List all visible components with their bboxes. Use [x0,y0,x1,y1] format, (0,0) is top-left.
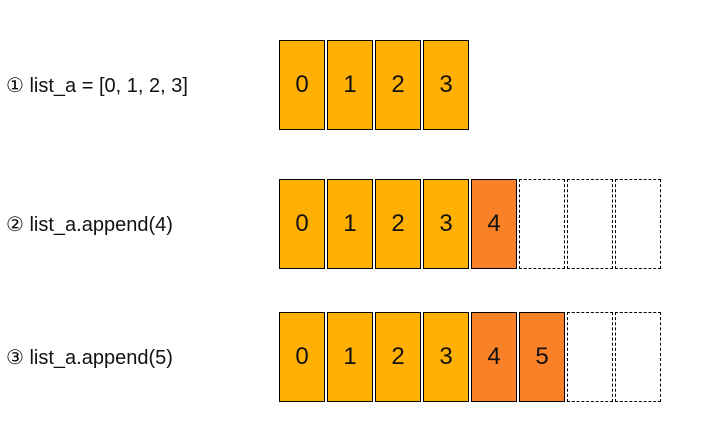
step-label: ③ list_a.append(5) [6,347,173,369]
empty-slot-cell [615,312,661,402]
array-element-cell: 1 [327,312,373,402]
step-label: ② list_a.append(4) [6,214,173,236]
empty-slot-cell [519,179,565,269]
array-element-cell: 1 [327,179,373,269]
array-element-cell: 2 [375,179,421,269]
array-element-cell: 3 [423,179,469,269]
step-label: ① list_a = [0, 1, 2, 3] [6,75,188,97]
array-element-cell: 0 [279,179,325,269]
appended-element-cell: 4 [471,312,517,402]
array-element-cell: 0 [279,312,325,402]
array-element-cell: 2 [375,312,421,402]
appended-element-cell: 5 [519,312,565,402]
array-element-cell: 0 [279,40,325,130]
empty-slot-cell [615,179,661,269]
array-element-cell: 3 [423,40,469,130]
array-element-cell: 2 [375,40,421,130]
empty-slot-cell [567,179,613,269]
array-element-cell: 1 [327,40,373,130]
empty-slot-cell [567,312,613,402]
appended-element-cell: 4 [471,179,517,269]
array-element-cell: 3 [423,312,469,402]
